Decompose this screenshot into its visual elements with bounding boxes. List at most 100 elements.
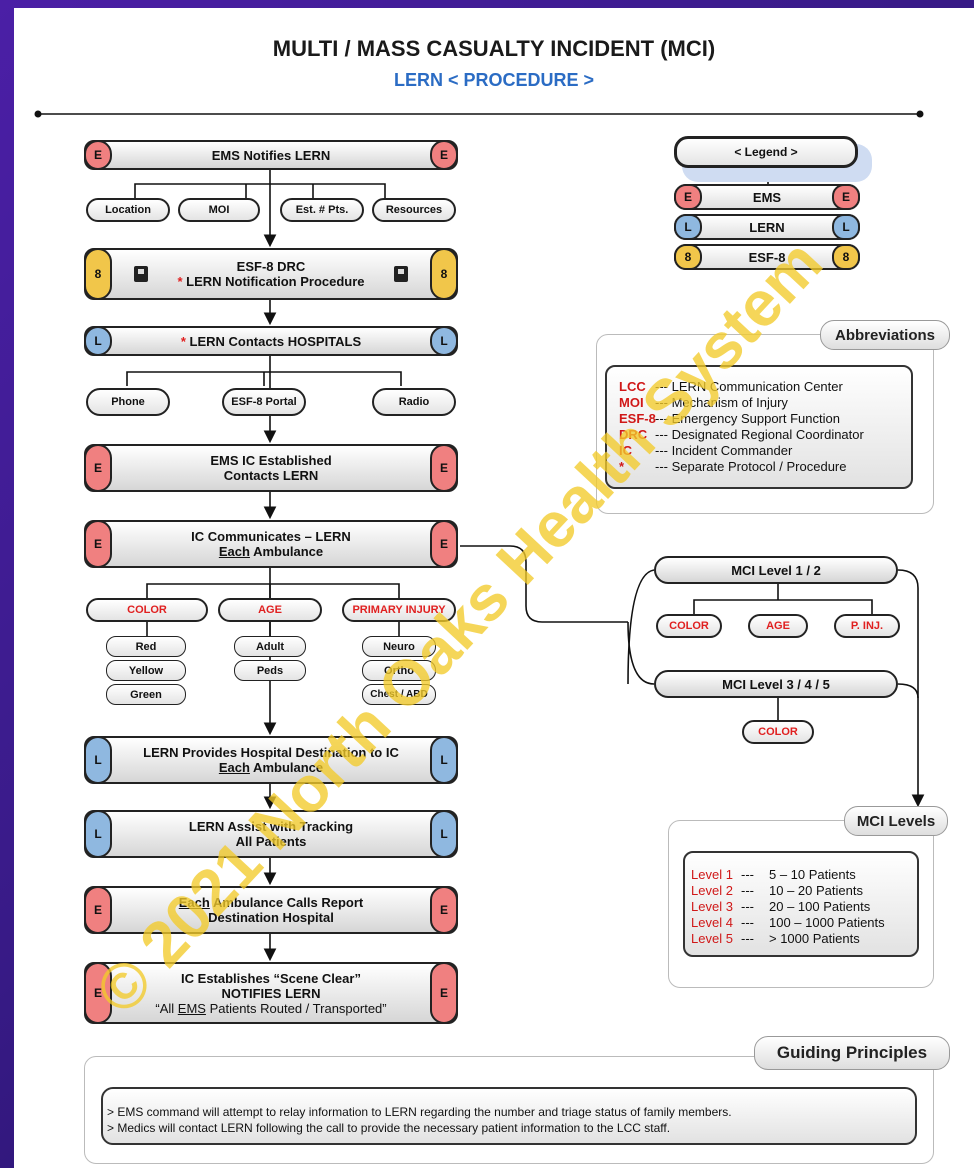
level-dash: --- <box>741 931 754 946</box>
ems-cap-right: E <box>832 184 860 210</box>
mci-levels-box: Level 1---5 – 10 Patients Level 2---10 –… <box>683 851 919 957</box>
step-ems-ic-established: EMS IC Established Contacts LERN <box>84 444 458 492</box>
level-key: Level 3 <box>691 899 733 914</box>
mci-pill-age: AGE <box>748 614 808 638</box>
triage-item: Ortho <box>362 660 436 681</box>
step-label-3c: Patients Routed / Transported” <box>205 1000 387 1016</box>
lern-cap-left: L <box>84 326 112 356</box>
abbr-desc: --- Emergency Support Function <box>655 411 840 426</box>
step-label-2: Ambulance <box>249 760 324 775</box>
mci-levels-title: MCI Levels <box>844 806 948 836</box>
legend-row-esf8: ESF-8 <box>674 244 860 270</box>
abbr-key: IC <box>619 443 632 458</box>
ems-cap-left: E <box>84 962 112 1024</box>
level-dash: --- <box>741 899 754 914</box>
step-label: EMS IC Established <box>210 453 332 468</box>
abbr-desc: --- Mechanism of Injury <box>655 395 788 410</box>
step-label-emphasis: EMS <box>177 1000 206 1016</box>
page-subtitle: LERN < PROCEDURE > <box>393 70 595 90</box>
step-ems-notifies-lern: EMS Notifies LERN <box>84 140 458 170</box>
pill-est-pts: Est. # Pts. <box>280 198 364 222</box>
esf8-cap-right: 8 <box>832 244 860 270</box>
abbr-desc: --- LERN Communication Center <box>655 379 843 394</box>
legend-label: EMS <box>752 189 782 205</box>
step-label: Ambulance Calls Report <box>209 895 364 910</box>
level-key: Level 2 <box>691 883 733 898</box>
step-lern-provides-destination: LERN Provides Hospital Destination to IC… <box>84 736 458 784</box>
mci-pill-p-inj: P. INJ. <box>834 614 900 638</box>
ems-cap-left: E <box>84 520 112 568</box>
ems-cap-right: E <box>430 520 458 568</box>
level-dash: --- <box>741 867 754 882</box>
step-label: MCI Level 1 / 2 <box>731 562 821 578</box>
legend-label: LERN <box>749 219 785 235</box>
step-label: MCI Level 3 / 4 / 5 <box>722 676 830 692</box>
guiding-line: > Medics will contact LERN following the… <box>107 1121 671 1135</box>
level-patients: 20 – 100 Patients <box>769 899 871 914</box>
abbr-key: MOI <box>619 395 644 410</box>
lern-cap-left: L <box>84 810 112 858</box>
level-patients: > 1000 Patients <box>769 931 860 946</box>
step-label-emphasis: Each <box>218 760 250 775</box>
step-label-2: Ambulance <box>249 544 324 559</box>
pill-location: Location <box>86 198 170 222</box>
level-key: Level 5 <box>691 931 733 946</box>
ems-cap-left: E <box>84 140 112 170</box>
ems-cap-left: E <box>84 886 112 934</box>
ems-cap-right: E <box>430 444 458 492</box>
pill-resources: Resources <box>372 198 456 222</box>
step-label-2: Contacts LERN <box>223 468 319 483</box>
triage-item: Chest / ABD <box>362 684 436 705</box>
esf8-cap-right: 8 <box>430 248 458 300</box>
triage-injury-header: PRIMARY INJURY <box>342 598 456 622</box>
step-label-emphasis: Each <box>178 895 210 910</box>
esf8-cap-left: 8 <box>84 248 112 300</box>
triage-item: Adult <box>234 636 306 657</box>
step-label: LERN Provides Hospital Destination to IC <box>143 745 399 760</box>
step-label: EMS Notifies LERN <box>211 147 331 163</box>
abbr-desc: --- Incident Commander <box>655 443 793 458</box>
step-label: IC Communicates – LERN <box>191 529 351 544</box>
triage-item: Peds <box>234 660 306 681</box>
esf8-procedure: LERN Notification Procedure <box>186 274 365 289</box>
triage-item: Green <box>106 684 186 705</box>
abbreviations-title: Abbreviations <box>820 320 950 350</box>
pill-esf8-portal: ESF-8 Portal <box>222 388 306 416</box>
guiding-line: > EMS command will attempt to relay info… <box>107 1105 732 1119</box>
triage-color-header: COLOR <box>86 598 208 622</box>
triage-item: Neuro <box>362 636 436 657</box>
pill-radio: Radio <box>372 388 456 416</box>
ems-cap-right: E <box>430 140 458 170</box>
lern-cap-right: L <box>832 214 860 240</box>
triage-item: Red <box>106 636 186 657</box>
abbr-key: * <box>619 459 625 474</box>
pill-moi: MOI <box>178 198 260 222</box>
mci-level-1-2: MCI Level 1 / 2 <box>654 556 898 584</box>
abbreviations-box: LCC --- LERN Communication Center MOI --- … <box>605 365 913 489</box>
step-label-3a: “All <box>155 1000 178 1016</box>
mci-pill-color: COLOR <box>656 614 722 638</box>
ems-cap-right: E <box>430 962 458 1024</box>
level-dash: --- <box>741 883 754 898</box>
step-scene-clear: IC Establishes “Scene Clear” NOTIFIES LE… <box>84 962 458 1024</box>
level-patients: 5 – 10 Patients <box>769 867 856 882</box>
step-ic-communicates: IC Communicates – LERN Each Ambulance <box>84 520 458 568</box>
mci-pill-color: COLOR <box>742 720 814 744</box>
separate-procedure-marker: * <box>180 333 186 349</box>
guiding-principles-panel: > EMS command will attempt to relay info… <box>84 1056 934 1164</box>
ems-cap-left: E <box>84 444 112 492</box>
abbr-key: DRC <box>619 427 648 442</box>
legend-row-lern: LERN <box>674 214 860 240</box>
abbr-desc: --- Designated Regional Coordinator <box>655 427 864 442</box>
abbr-key: LCC <box>619 379 646 394</box>
guiding-principles-title: Guiding Principles <box>754 1036 950 1070</box>
esf8-cap-left: 8 <box>674 244 702 270</box>
level-patients: 10 – 20 Patients <box>769 883 863 898</box>
step-label: LERN Assist with Tracking <box>188 819 354 834</box>
step-label-2: NOTIFIES LERN <box>221 985 321 1001</box>
level-patients: 100 – 1000 Patients <box>769 915 885 930</box>
step-label-2: All Patients <box>235 834 307 849</box>
step-label-2: Destination Hospital <box>208 910 334 925</box>
separate-procedure-marker: * <box>177 274 183 289</box>
step-label: LERN Contacts HOSPITALS <box>189 333 362 349</box>
